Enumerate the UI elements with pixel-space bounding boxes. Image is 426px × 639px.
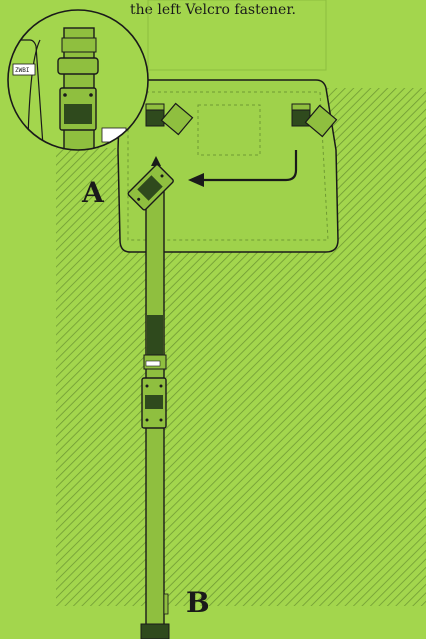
- left-velcro-fastener-icon: [145, 102, 194, 136]
- brand-tag-text: ZWBI: [15, 67, 30, 74]
- arrow-left-icon: [200, 150, 298, 182]
- magnifier-circle-icon: ZWBI: [7, 9, 149, 151]
- bag-stitching: [127, 91, 329, 241]
- bag-pocket: [197, 104, 261, 156]
- label-b: B: [186, 586, 210, 619]
- buckle-a-icon: [127, 164, 174, 211]
- label-a: A: [81, 176, 105, 209]
- upper-bag-outline: [147, 0, 327, 71]
- arrow-left-head: [188, 173, 204, 187]
- caption-text: the left Velcro fastener.: [130, 2, 296, 18]
- arrow-up-head: [151, 156, 161, 166]
- right-velcro-fastener-icon: [291, 103, 338, 138]
